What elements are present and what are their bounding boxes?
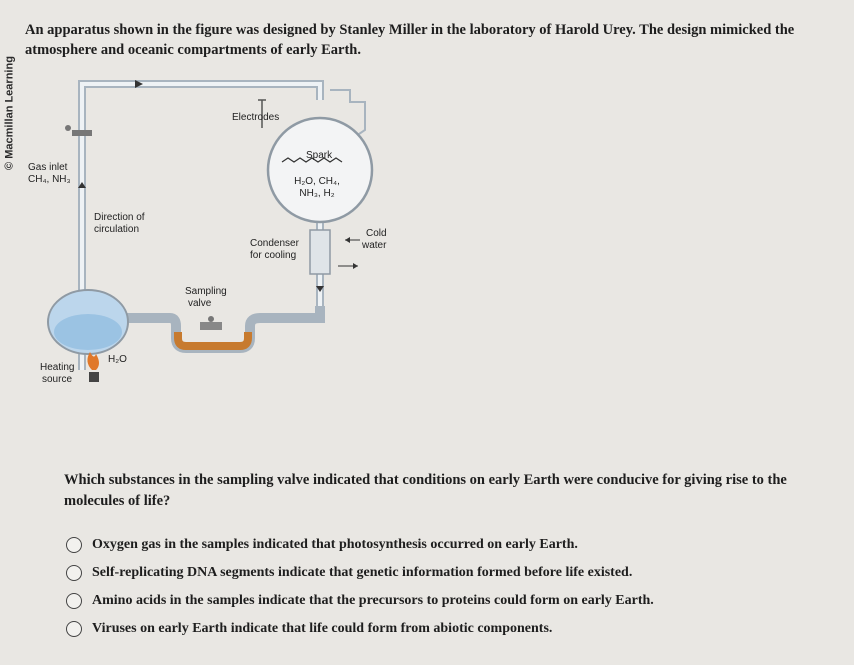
option-label: Viruses on early Earth indicate that lif…: [92, 621, 553, 636]
copyright-text: © Macmillan Learning: [3, 56, 16, 170]
condenser-jacket: [309, 229, 331, 275]
answer-option-4[interactable]: Viruses on early Earth indicate that lif…: [66, 615, 806, 643]
label-spark: Spark: [306, 150, 333, 161]
label-direction-1: Direction of: [94, 212, 145, 223]
label-condenser-1: Condenser: [250, 238, 299, 249]
question-text: Which substances in the sampling valve i…: [64, 472, 787, 509]
label-cold-2: water: [362, 240, 387, 251]
question-intro: An apparatus shown in the figure was des…: [25, 22, 795, 58]
label-water: H₂O: [108, 354, 127, 365]
label-electrodes: Electrodes: [232, 112, 280, 123]
option-label: Amino acids in the samples indicate that…: [92, 593, 654, 608]
spark-zigzag: [281, 157, 343, 163]
option-label: Self-replicating DNA segments indicate t…: [92, 565, 633, 580]
option-label: Oxygen gas in the samples indicated that…: [92, 537, 578, 552]
label-gas-inlet: Gas inlet: [28, 162, 68, 173]
radio-button[interactable]: [66, 537, 82, 553]
gas-inlet-stopcock: [72, 130, 92, 136]
answer-option-1[interactable]: Oxygen gas in the samples indicated that…: [66, 531, 806, 559]
spark-flask: [266, 116, 374, 224]
sampling-valve: [200, 322, 222, 330]
water-in-trap: [174, 332, 252, 350]
vent-tube: [330, 89, 366, 141]
label-direction-2: circulation: [94, 224, 140, 235]
label-gas-inlet-gases: CH₄, NH₃: [28, 174, 71, 185]
flame-icon: [87, 352, 99, 370]
radio-button[interactable]: [66, 621, 82, 637]
label-cold-1: Cold: [366, 228, 387, 239]
radio-button[interactable]: [66, 565, 82, 581]
label-condenser-2: for cooling: [250, 250, 297, 261]
radio-button[interactable]: [66, 593, 82, 609]
answer-options: Oxygen gas in the samples indicated that…: [66, 531, 806, 643]
flask-water: [54, 314, 122, 350]
answer-option-2[interactable]: Self-replicating DNA segments indicate t…: [66, 559, 806, 587]
copyright-notice: © Macmillan Learning: [2, 22, 16, 212]
miller-urey-apparatus-figure: Electrodes Spark H₂O, CH₄, NH₃, H₂ Gas i…: [20, 70, 420, 400]
circulation-arrow: [78, 182, 86, 188]
label-gases-1: H₂O, CH₄,: [294, 176, 340, 187]
burner: [89, 372, 99, 382]
label-sampling-1: Sampling: [185, 286, 227, 297]
answer-option-3[interactable]: Amino acids in the samples indicate that…: [66, 587, 806, 615]
apparatus-drawing: [47, 80, 374, 382]
label-gases-2: NH₃, H₂: [299, 188, 335, 199]
label-heating-1: Heating: [40, 362, 75, 373]
label-heating-2: source: [42, 374, 73, 385]
label-sampling-2: valve: [188, 298, 212, 309]
